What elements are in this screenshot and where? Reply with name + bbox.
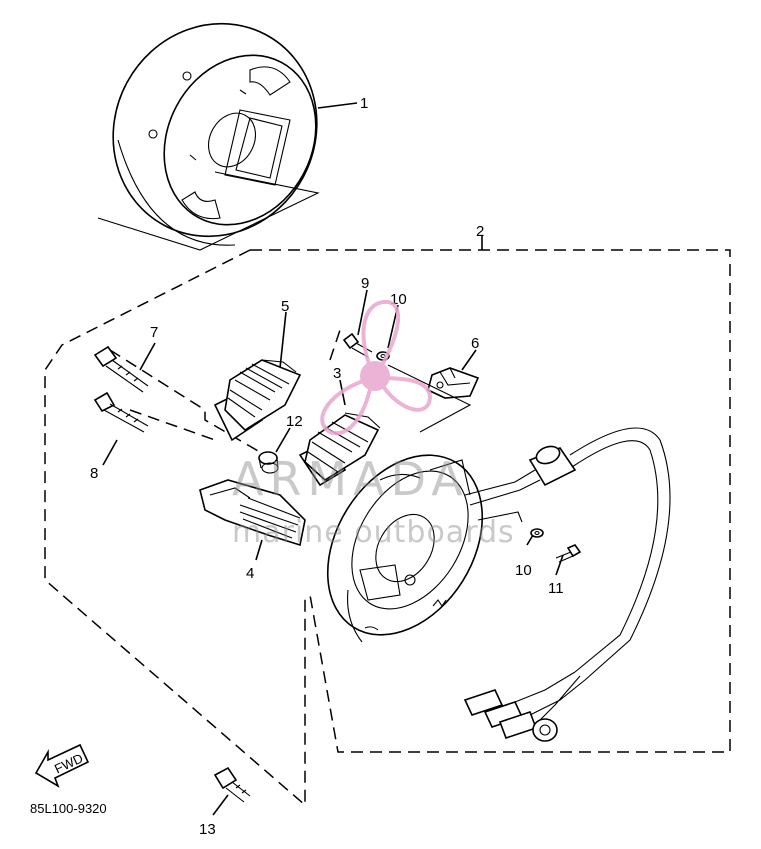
callout-8: 8 [90,465,98,482]
bolt-8-part [93,391,149,433]
flywheel-part [112,22,318,246]
propeller-hub [360,361,390,391]
coil-3-part [298,412,381,487]
fwd-label: FWD [52,750,85,776]
callout-4: 4 [246,565,254,582]
watermark: ARMADA marine outboards [232,299,515,550]
callout-6: 6 [471,335,479,352]
callout-5: 5 [281,298,289,315]
callout-1: 1 [360,95,368,112]
bolt-7-part [93,345,149,393]
bracket-6-part [427,367,480,399]
callout-2: 2 [476,223,484,240]
propeller-blade [320,375,375,436]
propeller-logo-icon [320,299,433,436]
bolt-13-part [213,766,251,803]
leader-lines [102,102,564,816]
washer-10b-part [530,528,544,538]
callout-12: 12 [286,413,303,430]
watermark-tagline: marine outboards [232,515,515,550]
part-code-label: 85L100-9320 [30,801,107,816]
coil-4-part [199,479,306,547]
spacer-12-part [258,451,279,474]
coil-5-part [213,359,302,442]
wire-harness-part [463,427,671,742]
callout-3: 3 [333,365,341,382]
callout-7: 7 [150,324,158,341]
watermark-brand: ARMADA [232,452,469,506]
callout-13: 13 [199,821,216,838]
stator-plate-part [326,454,484,643]
fwd-arrow-icon [34,743,90,788]
propeller-blade [361,299,401,374]
callout-11: 11 [548,580,564,597]
propeller-blade [374,375,433,412]
callout-10-right: 10 [515,562,532,579]
screw-11-part [555,544,582,563]
callout-9: 9 [361,275,369,292]
